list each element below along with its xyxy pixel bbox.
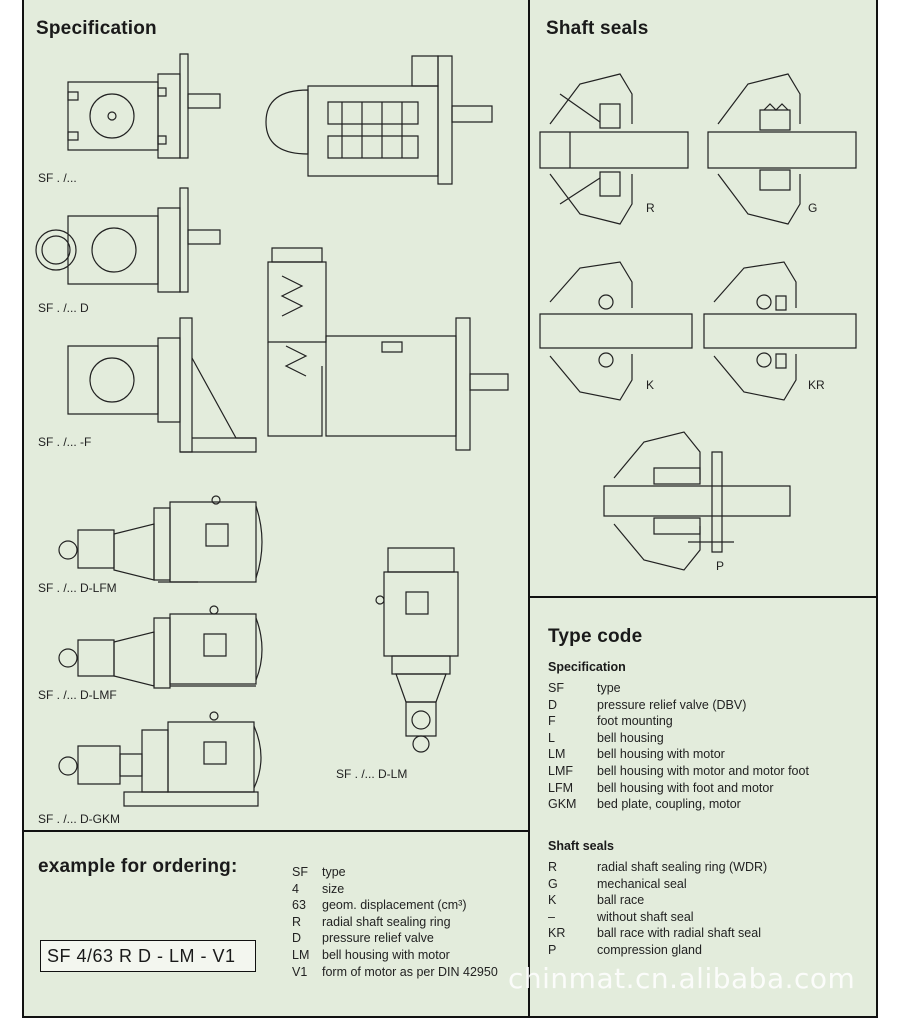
- type-code-spec-heading: Specification: [548, 660, 626, 674]
- pump-motor-gkm-drawing: [58, 710, 270, 810]
- shaft-seal-r-drawing: [540, 74, 690, 226]
- catalog-sheet: [22, 0, 878, 1018]
- label-seal-r: R: [646, 201, 655, 215]
- label-seal-p: P: [716, 559, 725, 573]
- label-seal-g: G: [808, 201, 818, 215]
- ordering-code-box: SF 4/63 R D - LM - V1: [40, 940, 256, 972]
- watermark-text: chinmat.cn.alibaba.com: [508, 962, 856, 995]
- shaft-seals-title: Shaft seals: [546, 18, 649, 39]
- ordering-title: example for ordering:: [38, 856, 238, 877]
- pump-cutaway-drawing: [262, 56, 512, 186]
- pump-motor-lm-vertical-drawing: [376, 544, 468, 758]
- shaft-seal-kr-drawing: [704, 262, 858, 402]
- shaft-seal-g-drawing: [708, 74, 858, 226]
- divider-left-horizontal: [22, 830, 530, 832]
- label-seal-kr: KR: [808, 378, 825, 392]
- label-seal-k: K: [646, 378, 655, 392]
- label-sf-d-lmf: SF . /... D-LMF: [38, 688, 117, 702]
- specification-title: Specification: [36, 18, 157, 39]
- label-sf-d: SF . /... D: [38, 301, 89, 315]
- shaft-seal-k-drawing: [540, 262, 694, 402]
- pump-drawing-sf-f: [60, 318, 260, 454]
- shaft-seal-p-drawing: [604, 432, 794, 572]
- label-sf-f: SF . /... -F: [38, 435, 92, 449]
- pump-motor-lfm-drawing: [58, 494, 268, 586]
- pump-motor-lmf-drawing: [58, 602, 268, 692]
- divider-vertical: [528, 0, 530, 1018]
- label-sf-d-gkm: SF . /... D-GKM: [38, 812, 121, 826]
- label-sf-d-lfm: SF . /... D-LFM: [38, 581, 117, 595]
- divider-right-horizontal: [528, 596, 878, 598]
- pump-drawing-sf-d: [34, 186, 230, 296]
- type-code-title: Type code: [548, 626, 643, 647]
- pump-valve-cutaway-drawing: [262, 246, 514, 446]
- list-item: –without shaft seal: [548, 909, 694, 924]
- label-sf-d-lm: SF . /... D-LM: [336, 767, 408, 781]
- type-code-seal-heading: Shaft seals: [548, 839, 615, 853]
- label-sf: SF . /...: [38, 171, 77, 185]
- pump-drawing-sf: [60, 52, 230, 162]
